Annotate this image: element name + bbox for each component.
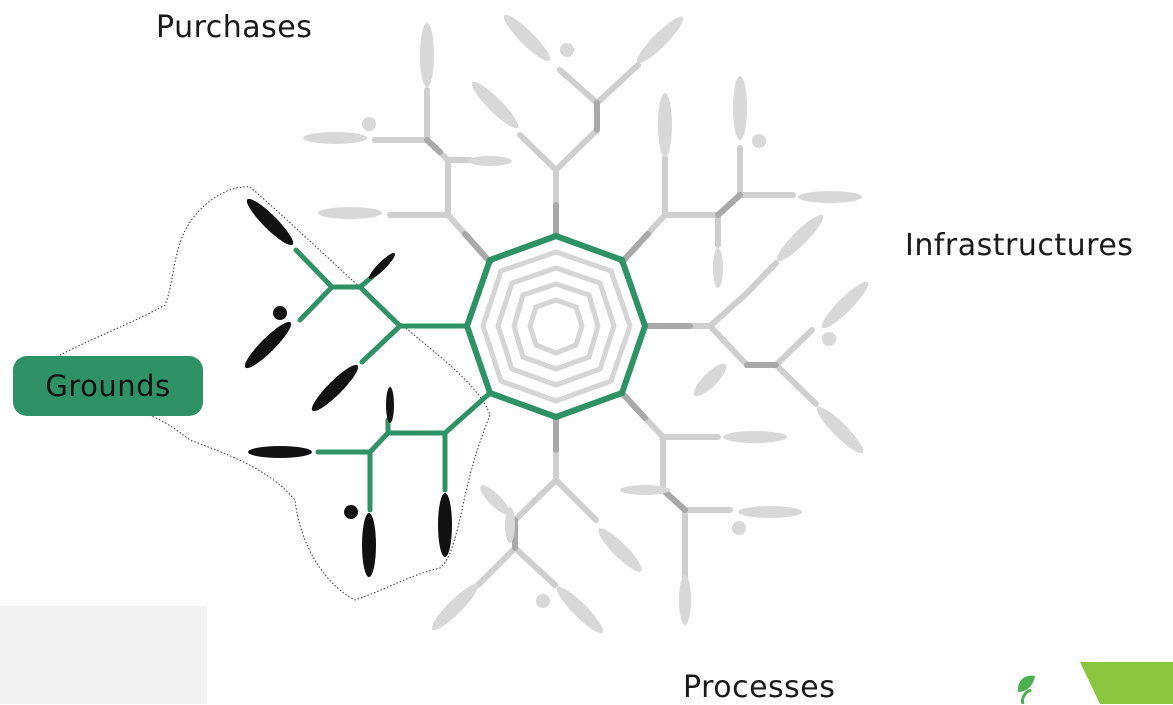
grounds-badge[interactable]: Grounds <box>13 356 203 416</box>
grounds-leaves <box>244 198 452 577</box>
inactive-leaves <box>303 14 869 634</box>
gray-panel <box>0 606 207 704</box>
inactive-branches <box>372 62 819 588</box>
label-purchases: Purchases <box>156 10 313 45</box>
selection-outline <box>32 186 491 601</box>
grounds-branch <box>293 247 493 513</box>
label-grounds: Grounds <box>45 369 171 403</box>
label-infrastructures: Infrastructures <box>905 228 1134 263</box>
central-hub <box>463 232 649 421</box>
label-processes: Processes <box>683 670 836 705</box>
leaf-logo-icon <box>1017 662 1173 704</box>
